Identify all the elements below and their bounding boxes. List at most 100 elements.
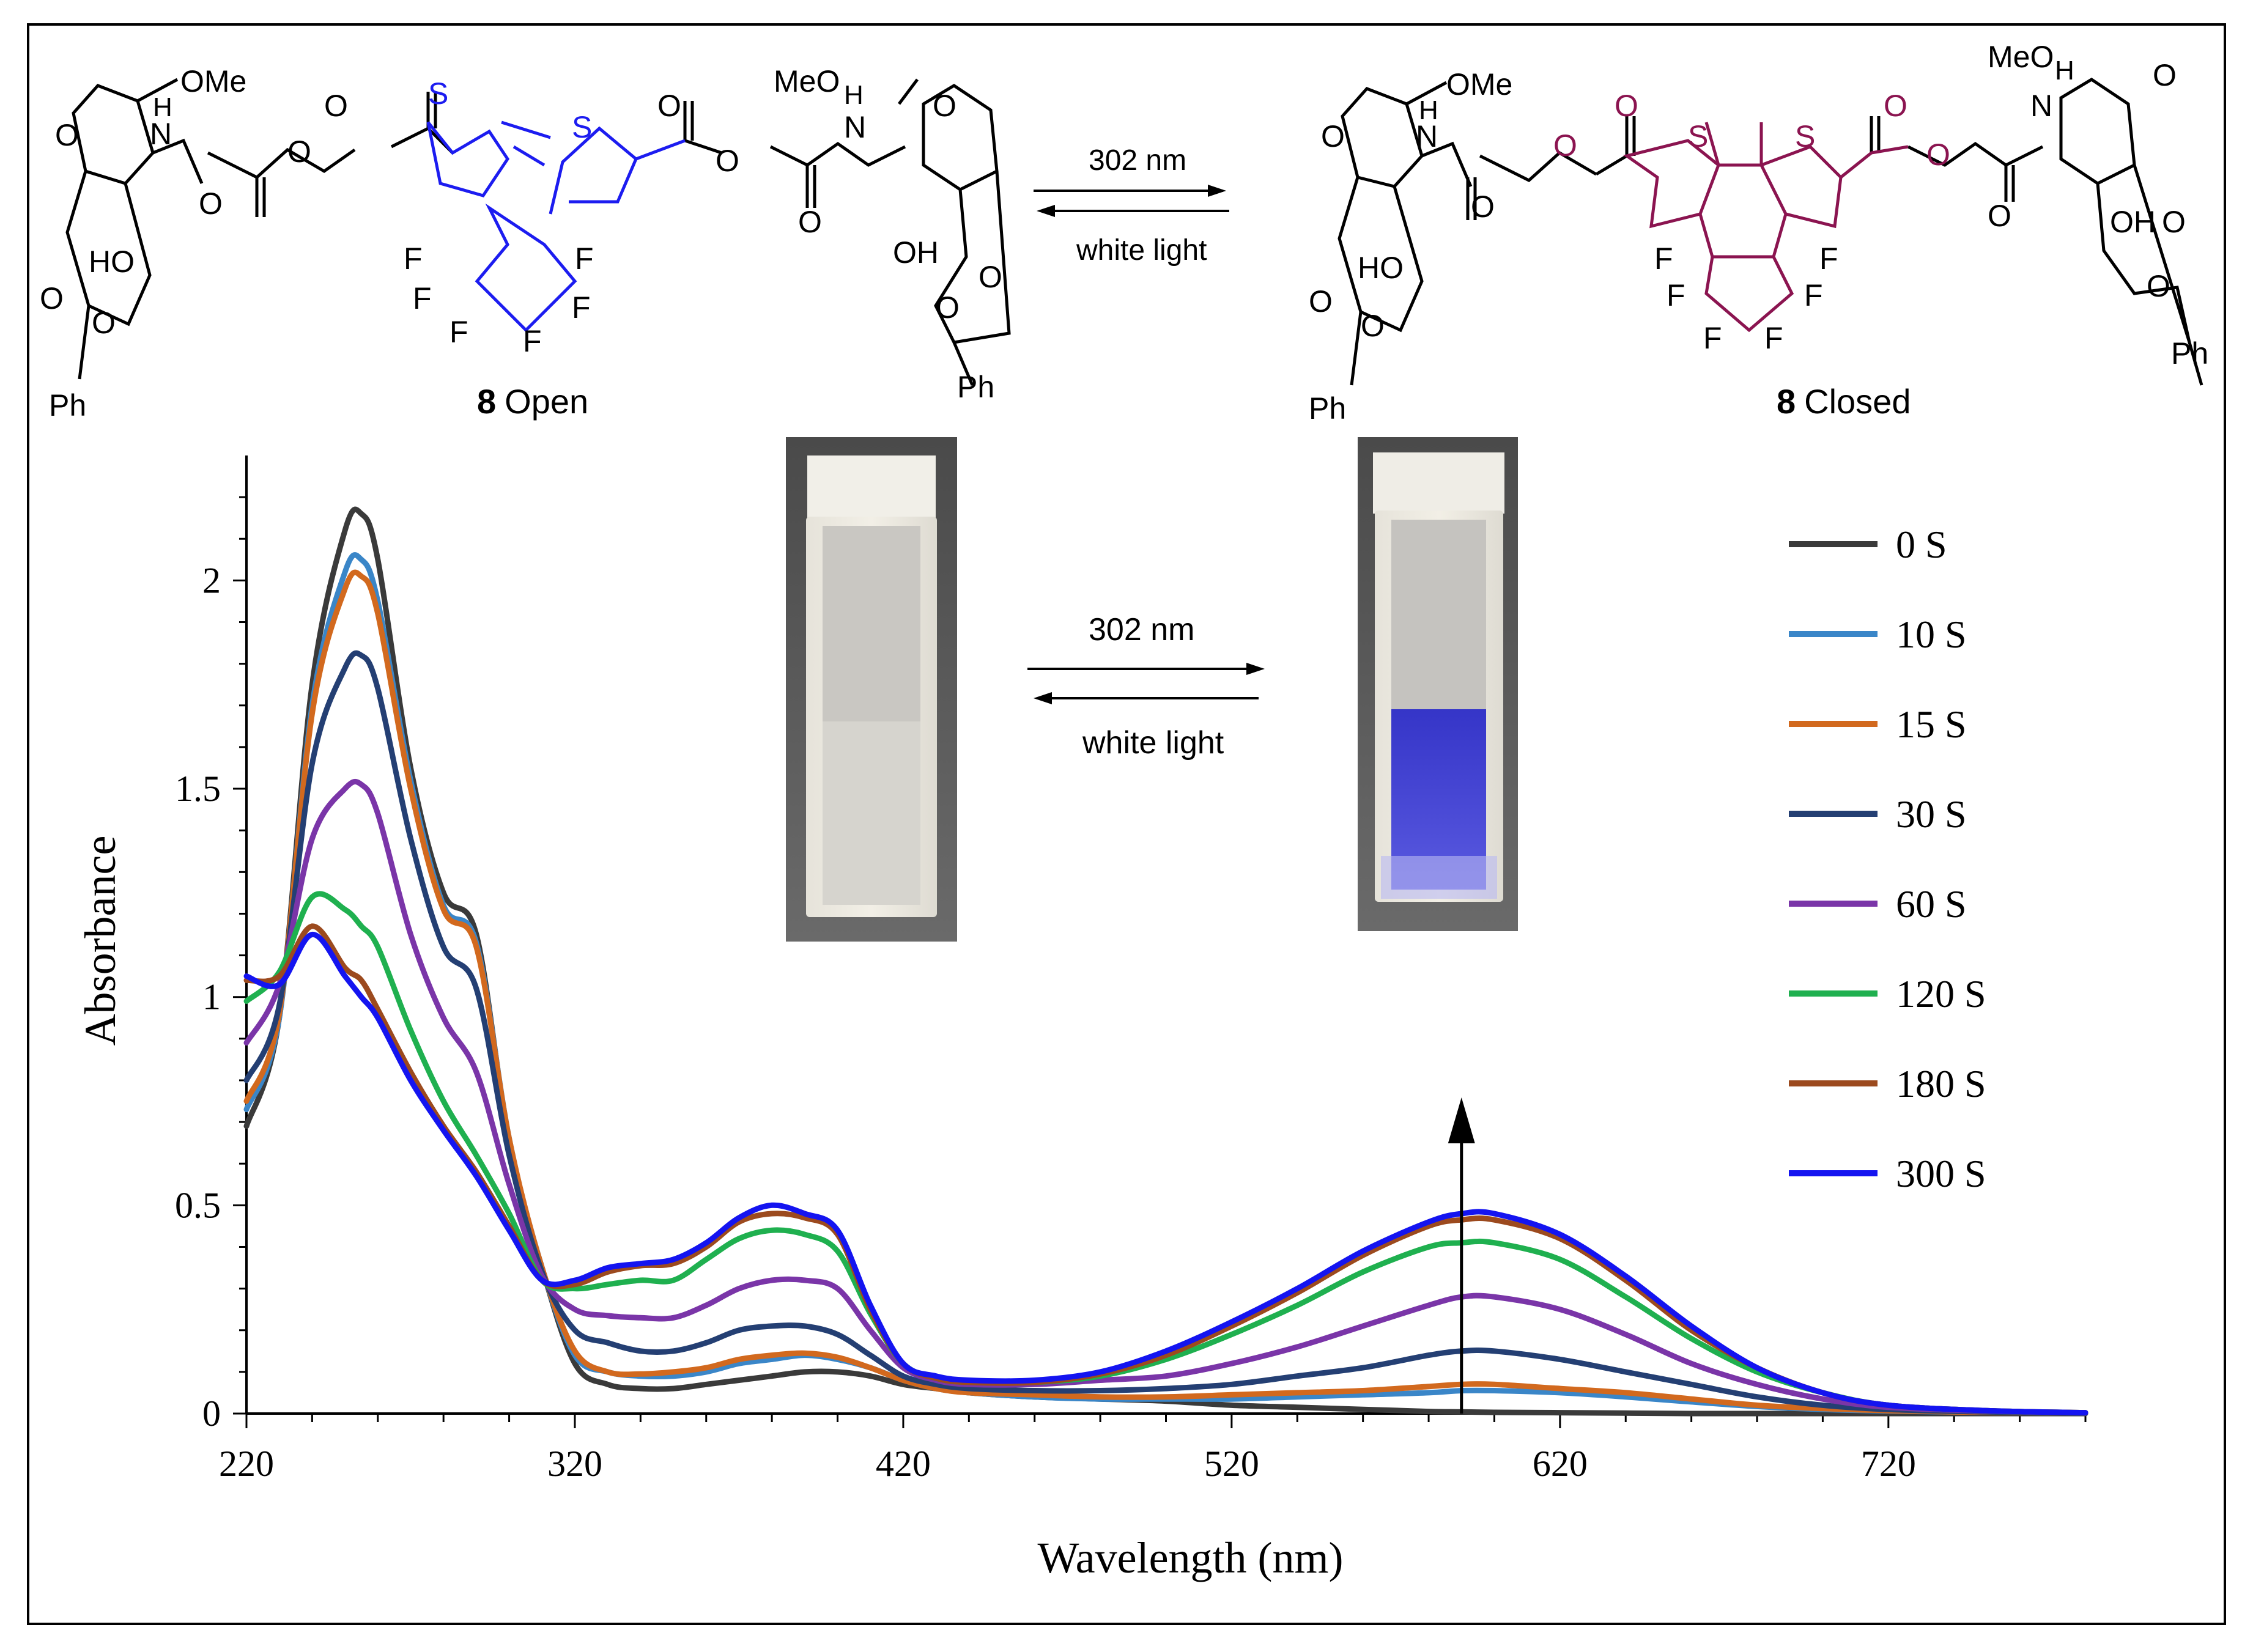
atom-label: O xyxy=(287,135,311,169)
cuvette-cap xyxy=(807,455,936,520)
atom-label: OMe xyxy=(1446,67,1512,101)
reaction-scheme: OMe H N O HO O O Ph O O O S S F F F F F … xyxy=(40,40,2208,426)
y-tick-label: 1 xyxy=(202,977,221,1017)
atom-label: O xyxy=(798,205,822,239)
atom-label: H xyxy=(2055,56,2074,86)
atom-label: O xyxy=(1361,309,1385,343)
forward-arrow-head xyxy=(1208,185,1226,197)
cuvette-glow xyxy=(1381,856,1497,899)
atom-label: F xyxy=(1703,321,1722,355)
atom-label: S xyxy=(1795,119,1815,153)
x-axis-title: Wavelength (nm) xyxy=(1037,1533,1343,1582)
atom-label: O xyxy=(1988,199,2011,233)
closed-form-structure xyxy=(1337,78,2203,386)
photo-arrow-bottom-label: white light xyxy=(1082,725,1224,761)
forward-arrow-head xyxy=(1246,663,1265,675)
benzylidene-ring-right xyxy=(934,171,1011,344)
atom-label: OMe xyxy=(180,64,246,98)
atom-label: O xyxy=(2153,58,2177,92)
series-line-30s xyxy=(243,650,2088,1416)
linker-chain-right xyxy=(769,141,906,167)
atom-label: O xyxy=(979,260,1002,294)
compound-number: 8 xyxy=(1777,382,1796,421)
atom-label: N xyxy=(150,117,172,151)
atom-label: O xyxy=(324,89,348,123)
atom-label: F xyxy=(1819,242,1838,276)
thiophene-left xyxy=(426,121,510,197)
atom-label: F xyxy=(413,281,432,315)
photo-closed-cuvette xyxy=(1358,437,1518,931)
atom-label: F xyxy=(575,242,594,276)
legend-label: 180 S xyxy=(1896,1062,1986,1105)
x-tick-label: 520 xyxy=(1204,1444,1259,1484)
atom-label: F xyxy=(1654,242,1673,276)
linker-chain-left xyxy=(1479,150,1597,182)
legend-label: 0 S xyxy=(1896,523,1947,566)
atom-label: Ph xyxy=(1309,391,1346,426)
reverse-arrow-head xyxy=(1034,692,1052,704)
open-form-core xyxy=(426,120,686,333)
chart-series xyxy=(243,506,2088,1417)
atom-label: O xyxy=(716,144,739,178)
increase-arrow-head xyxy=(1448,1097,1475,1143)
x-tick-label: 320 xyxy=(547,1444,602,1484)
photo-arrow-top-label: 302 nm xyxy=(1089,612,1194,647)
atom-label: O xyxy=(936,290,960,325)
x-tick-label: 720 xyxy=(1861,1444,1916,1484)
cuvette-window xyxy=(1391,520,1486,709)
legend-label: 10 S xyxy=(1896,613,1967,656)
atom-label: O xyxy=(199,186,223,221)
x-tick-label: 420 xyxy=(876,1444,931,1484)
atom-label: O xyxy=(1553,128,1577,163)
legend-label: 30 S xyxy=(1896,792,1967,836)
atom-label: H xyxy=(844,80,864,110)
photo-equilibrium-arrows xyxy=(1027,663,1265,704)
atom-label: N xyxy=(844,110,866,144)
atom-label: N xyxy=(2030,89,2052,123)
atom-label: MeO xyxy=(774,64,840,98)
atom-label: H xyxy=(1419,95,1438,125)
photo-open-cuvette xyxy=(786,437,957,942)
legend-label: 120 S xyxy=(1896,972,1986,1016)
atom-label: F xyxy=(404,242,423,276)
atom-label: O xyxy=(1926,138,1950,172)
compound-state: Closed xyxy=(1804,382,1911,421)
atom-label: F xyxy=(1804,278,1823,312)
central-ring xyxy=(1698,163,1788,259)
series-line-300s xyxy=(243,932,2088,1416)
benzylidene-ring-right xyxy=(2096,164,2191,343)
linker-chain-left xyxy=(207,147,356,179)
scheme-arrow-top-label: 302 nm xyxy=(1089,144,1186,177)
atom-label: O xyxy=(2162,205,2186,239)
atom-label: Ph xyxy=(957,370,994,404)
thiophene-right xyxy=(549,126,638,215)
cuvette-solution-colorless xyxy=(823,721,920,905)
atom-label: O xyxy=(92,306,116,340)
benzylidene-ring-left xyxy=(1337,177,1424,333)
compound-number: 8 xyxy=(477,382,496,421)
chart-annotation xyxy=(1448,1097,1475,1414)
atom-label: MeO xyxy=(1988,40,2054,74)
scheme-equilibrium-arrows xyxy=(1034,185,1229,217)
reverse-arrow-head xyxy=(1037,205,1055,217)
series-line-15s xyxy=(243,569,2088,1416)
atom-label: Ph xyxy=(2171,336,2208,371)
atom-label: F xyxy=(572,290,591,325)
atom-label: HO xyxy=(1358,251,1404,285)
legend-label: 60 S xyxy=(1896,882,1967,926)
atom-label: O xyxy=(657,89,681,123)
atom-label: O xyxy=(933,89,956,123)
cuvette-cap xyxy=(1373,452,1504,514)
cyclopentene xyxy=(1704,256,1794,333)
closed-form-labels: OMe H N O HO O O Ph O O O S S O O F F F … xyxy=(1309,40,2208,426)
compound-state: Open xyxy=(505,382,588,421)
atom-label: N xyxy=(1416,119,1438,153)
cuvette-window xyxy=(823,526,920,721)
atom-label: F xyxy=(1764,321,1783,355)
